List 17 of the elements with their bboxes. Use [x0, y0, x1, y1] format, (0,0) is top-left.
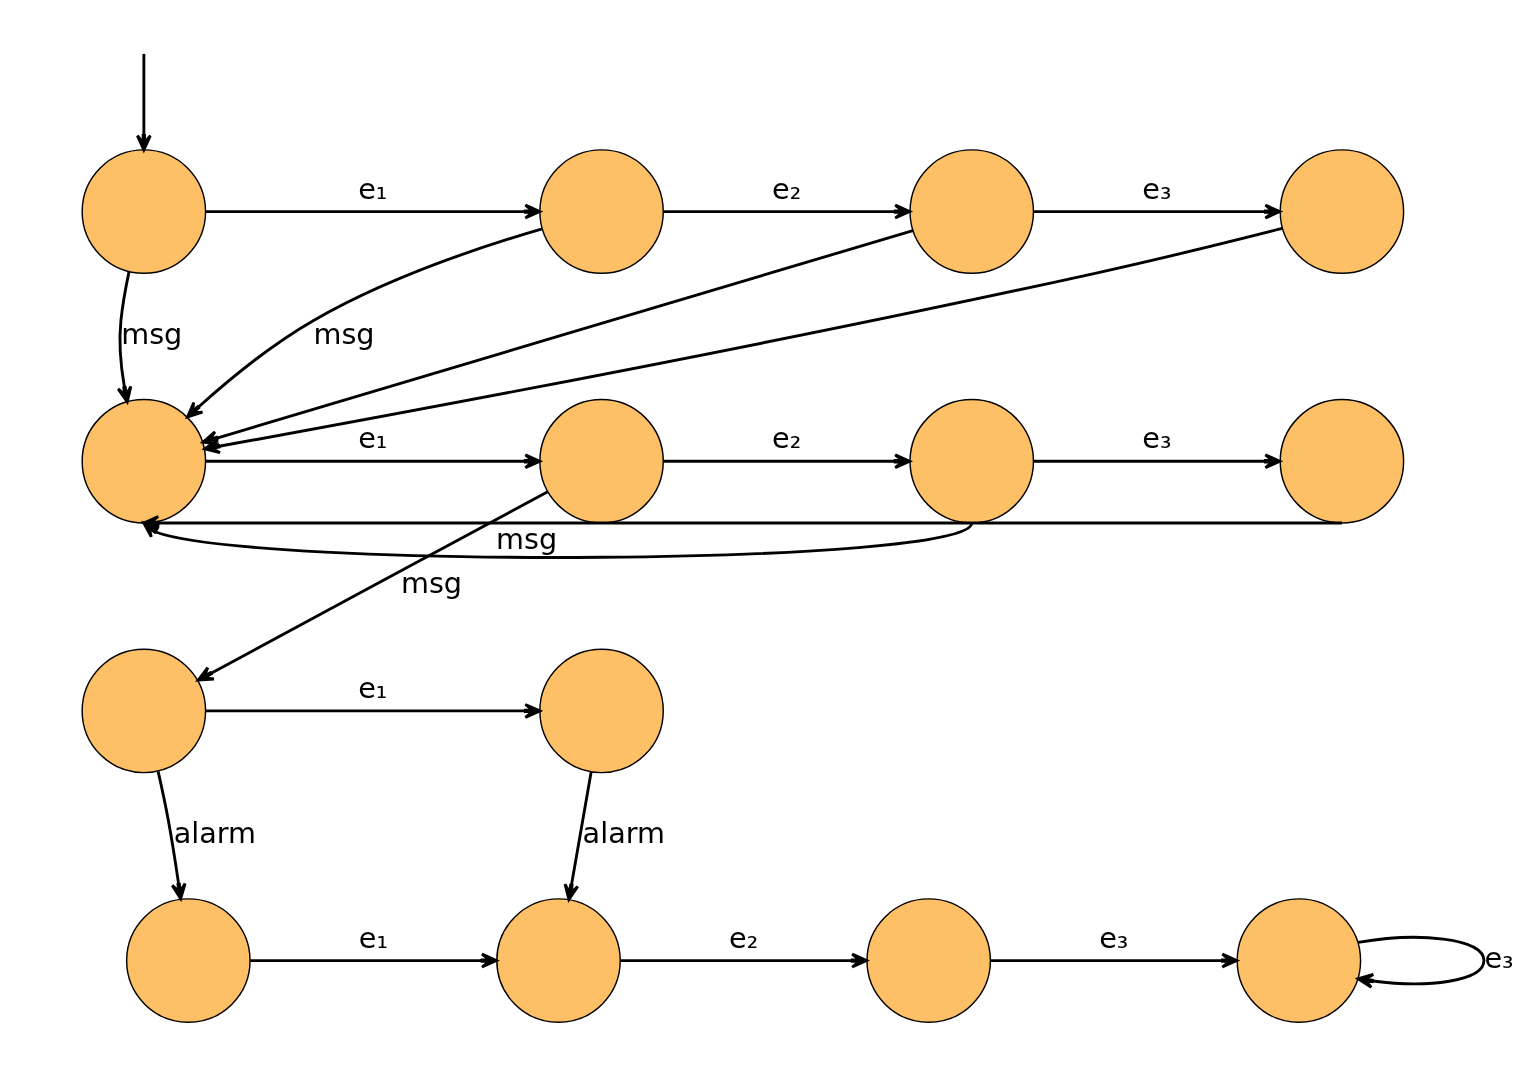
edge-label: e₁ — [358, 920, 389, 955]
edge-label: e₃ — [1142, 420, 1172, 455]
edge-label: e₁ — [358, 420, 388, 455]
edge-label: msg — [313, 316, 375, 351]
edge-label: msg — [400, 565, 463, 600]
edge-label: e₂ — [729, 920, 759, 955]
edge-label: e₃ — [1142, 171, 1172, 206]
edge-label: e₁ — [358, 670, 388, 705]
edge-label: msg — [496, 521, 558, 556]
edge-label: alarm — [582, 815, 665, 850]
edge-label: msg — [121, 316, 183, 351]
edge-label: e₃ — [1099, 920, 1129, 955]
edge-label: alarm — [173, 815, 257, 850]
edge-label: e₂ — [772, 171, 802, 206]
edge-label: e₃ — [1484, 940, 1514, 975]
edge-label: e₁ — [358, 171, 388, 206]
edge-label: e₂ — [772, 420, 802, 455]
